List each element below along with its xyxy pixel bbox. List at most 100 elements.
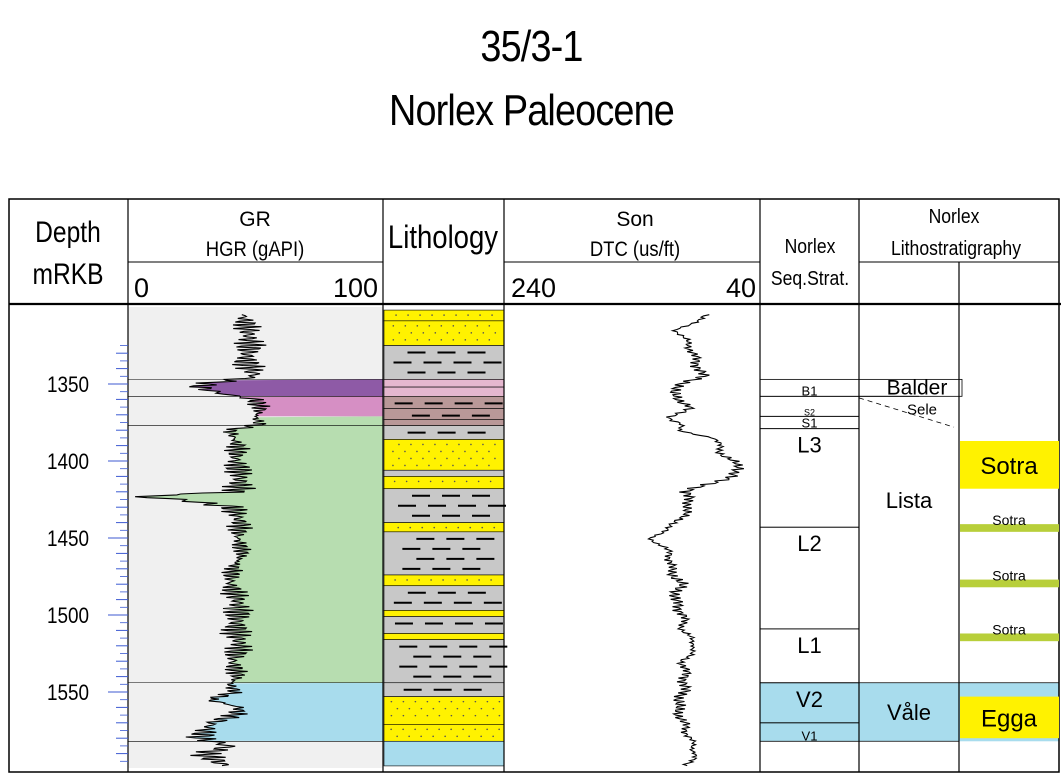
- sand-dot: [456, 707, 459, 710]
- sand-dot: [416, 450, 418, 453]
- sand-dot: [434, 332, 437, 334]
- sand-dot: [396, 735, 398, 738]
- gr-zone-fill-lista: [135, 416, 383, 683]
- seqstrat-header-line2: Seq.Strat.: [771, 267, 849, 289]
- sand-dot: [393, 480, 396, 483]
- sand-dot: [450, 700, 453, 703]
- member-box-sotra: [960, 524, 1059, 532]
- depth-tick-label: 1500: [47, 604, 89, 629]
- depth-tick-label: 1450: [47, 527, 89, 552]
- depth-tick-label: 1400: [47, 450, 89, 475]
- sand-dot: [488, 325, 491, 327]
- lithology-bed: [383, 610, 505, 617]
- sand-dot: [426, 714, 429, 717]
- sand-dot: [494, 457, 496, 460]
- sand-dot: [440, 464, 442, 467]
- sand-dot: [434, 443, 436, 446]
- log-curves: [135, 314, 744, 767]
- sand-dot: [397, 526, 400, 529]
- sand-dot: [441, 480, 444, 483]
- lithology-bed: [383, 408, 505, 420]
- sand-dot: [440, 339, 443, 341]
- seqstrat-label-l2: L2: [797, 531, 821, 556]
- sand-dot: [422, 332, 425, 334]
- sand-dot: [445, 526, 448, 529]
- sand-dot: [462, 714, 465, 717]
- member-box-sotra: [960, 579, 1059, 588]
- sand-dot: [428, 464, 430, 467]
- son-header-line2: DTC (us/ft): [590, 238, 680, 261]
- sand-dot: [416, 339, 419, 341]
- lithology-bed: [383, 419, 505, 426]
- gr-scale-min: 0: [134, 273, 149, 303]
- lithostrat-header-line2: Lithostratigraphy: [891, 237, 1022, 259]
- seqstrat-label-b1: B1: [802, 383, 818, 398]
- sand-dot: [426, 700, 429, 703]
- lithology-bed: [383, 439, 505, 471]
- sand-dot: [410, 443, 412, 446]
- sand-dot: [458, 332, 461, 334]
- sand-dot: [395, 314, 397, 316]
- sand-dot: [404, 464, 406, 467]
- seqstrat-label-v1: V1: [802, 728, 818, 743]
- sand-dot: [491, 314, 493, 316]
- sand-dot: [442, 579, 444, 581]
- sand-dot: [498, 714, 501, 717]
- sand-dot: [392, 339, 395, 341]
- seqstrat-box: [759, 722, 860, 742]
- sand-dot: [428, 450, 430, 453]
- sand-dot: [438, 714, 441, 717]
- lithostrat-label-sele: Sele: [907, 401, 937, 418]
- sand-dot: [444, 707, 447, 710]
- sand-dot: [390, 714, 393, 717]
- sand-dot: [410, 332, 413, 334]
- lithology-header: Lithology: [388, 220, 498, 255]
- sand-dot: [476, 450, 478, 453]
- sand-dot: [452, 464, 454, 467]
- sand-dot: [474, 714, 477, 717]
- seqstrat-label-l1: L1: [797, 633, 821, 658]
- sand-dot: [467, 314, 469, 316]
- sand-dot: [398, 332, 401, 334]
- depth-header-line2: mRKB: [32, 257, 103, 291]
- son-header-line1: Son: [616, 208, 653, 231]
- sand-dot: [498, 728, 500, 731]
- sand-dot: [452, 339, 455, 341]
- zone-labels: SotraSotraSotraSotraEggaB1S2S1L3L2L1V2V1…: [128, 376, 1059, 743]
- sand-dot: [444, 735, 446, 738]
- sand-dot: [458, 443, 460, 446]
- sand-dot: [418, 579, 420, 581]
- sand-dot: [488, 464, 490, 467]
- sand-dot: [470, 457, 472, 460]
- lithostrat-header-line1: Norlex: [929, 205, 980, 227]
- lithology-bed: [383, 740, 505, 767]
- seqstrat-label-s1: S1: [802, 416, 818, 431]
- sand-dot: [476, 464, 478, 467]
- sand-dot: [414, 728, 416, 731]
- sand-dot: [432, 707, 435, 710]
- sand-dot: [417, 480, 420, 483]
- member-label-egga: Egga: [981, 705, 1038, 732]
- gr-zone-fill-sele: [240, 396, 383, 417]
- sand-dot: [446, 443, 448, 446]
- lithology-bed: [383, 522, 505, 533]
- sand-dot: [430, 579, 432, 581]
- gr-scale-max: 100: [333, 273, 378, 303]
- sand-dot: [464, 464, 466, 467]
- sand-dot: [494, 332, 497, 334]
- sand-dot: [482, 457, 484, 460]
- sand-dot: [477, 480, 480, 483]
- sand-dot: [422, 443, 424, 446]
- sand-dot: [490, 579, 492, 581]
- sand-dot: [392, 450, 394, 453]
- member-label-sotra: Sotra: [992, 621, 1026, 637]
- sand-dot: [407, 314, 409, 316]
- son-scale-right: 40: [726, 273, 756, 303]
- member-label-sotra: Sotra: [992, 512, 1026, 528]
- sand-dot: [398, 457, 400, 460]
- sand-dot: [440, 450, 442, 453]
- gr-zone-fill-balder: [189, 379, 383, 397]
- sand-dot: [420, 707, 423, 710]
- sand-dot: [470, 443, 472, 446]
